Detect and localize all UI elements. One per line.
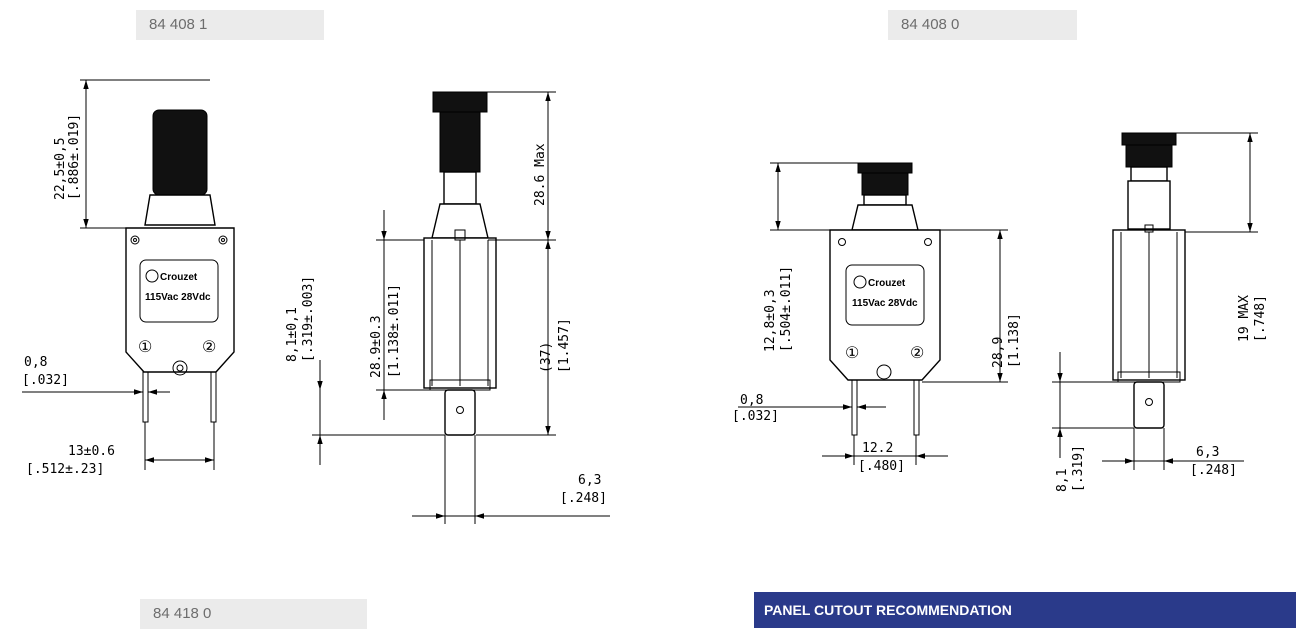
dimension-label: [.319]: [1071, 445, 1086, 492]
dimension-label: [.319±.003]: [301, 276, 316, 362]
rating-text-2: 115Vac 28Vdc: [852, 298, 918, 309]
terminal-2-mark: ②: [202, 339, 216, 356]
part-number-label-84-418-0: 84 418 0: [140, 599, 367, 629]
dimension-label: [1.138]: [1007, 313, 1022, 368]
dimension-label: 12,8±0,3: [763, 289, 778, 352]
dimension-label: [.504±.011]: [779, 266, 794, 352]
brand-text: Crouzet: [160, 272, 198, 283]
dimension-label: 6,3: [578, 473, 601, 488]
side-view-84-408-0: 19 MAX [.748] 8,1 [.319] 6,3 [.248]: [1052, 132, 1268, 492]
dimension-label: [.032]: [732, 409, 779, 424]
rating-text: 115Vac 28Vdc: [145, 292, 211, 303]
dimension-label: [.480]: [858, 459, 905, 474]
brand-text-2: Crouzet: [868, 278, 906, 289]
panel-cutout-banner: PANEL CUTOUT RECOMMENDATION: [754, 592, 1296, 628]
dimension-label: 6,3: [1196, 445, 1219, 460]
dimension-label: 28.6 Max: [533, 143, 548, 206]
dimension-label: [1.138±.011]: [387, 284, 402, 378]
dimension-label: 0,8: [740, 393, 763, 408]
terminal-1-mark: ①: [138, 339, 152, 356]
dimension-label: 8,1±0,1: [285, 307, 300, 362]
dimension-label: 12.2: [862, 441, 893, 456]
dimension-label: [.248]: [1190, 463, 1237, 478]
front-view-84-408-0: Crouzet 115Vac 28Vdc ① ② 12,8±0,3 [.504±…: [732, 162, 1022, 474]
dimension-label: 28.9±0.3: [369, 315, 384, 378]
crouzet-logo-icon-2: [853, 275, 867, 289]
dimension-label: 0,8: [24, 355, 47, 370]
dimension-label: [1.457]: [557, 318, 572, 373]
technical-drawing: Crouzet 115Vac 28Vdc ① ② 22,5±0,5 [.886±…: [22, 79, 1268, 524]
front-view-84-408-1: Crouzet 115Vac 28Vdc ① ② 22,5±0,5 [.886±…: [22, 79, 235, 477]
dimension-label: [.886±.019]: [67, 114, 82, 200]
terminal-1-mark-2: ①: [845, 345, 859, 362]
dimension-label: [.512±.23]: [26, 462, 104, 477]
terminal-2-mark-2: ②: [910, 345, 924, 362]
dimension-label: [.248]: [560, 491, 607, 506]
dimension-label: 8,1: [1055, 469, 1070, 492]
part-number-label-84-408-1: 84 408 1: [136, 10, 324, 40]
side-view-84-408-1: 28.6 Max (37) [1.457] 28.9±0.3 [1.138±.0…: [285, 91, 610, 524]
dimension-label: 22,5±0,5: [53, 137, 68, 200]
dimension-label: [.748]: [1253, 295, 1268, 342]
dimension-label: 28,9: [991, 337, 1006, 368]
crouzet-logo-icon: [145, 269, 159, 283]
dimension-label: 19 MAX: [1237, 295, 1252, 342]
push-button-icon: [152, 109, 208, 196]
dimension-label: 13±0.6: [68, 444, 115, 459]
dimension-label: [.032]: [22, 373, 69, 388]
part-number-label-84-408-0: 84 408 0: [888, 10, 1077, 40]
dimension-label: (37): [539, 342, 554, 373]
